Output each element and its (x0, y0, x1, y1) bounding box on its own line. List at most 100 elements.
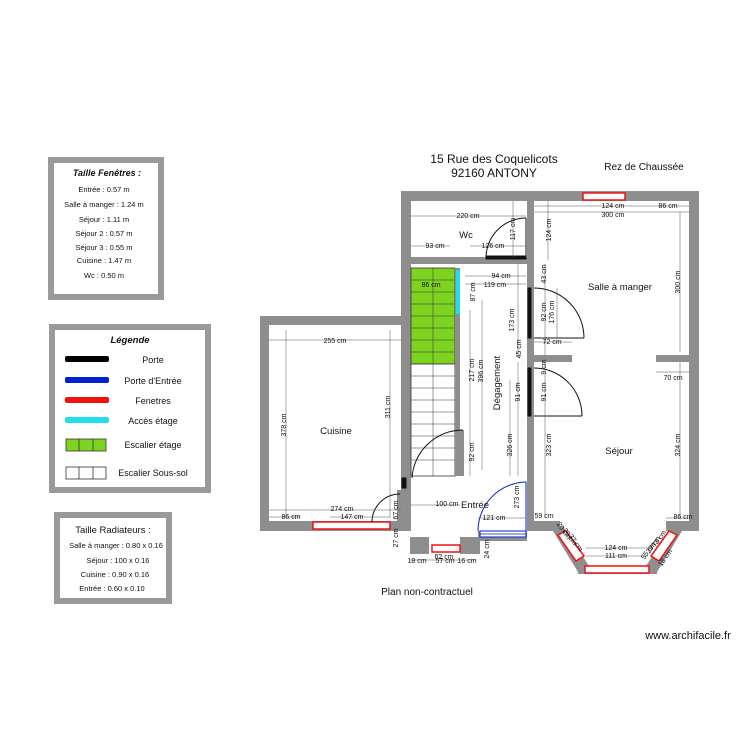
dim-label: 111 cm (605, 553, 627, 560)
radiator-item: Cuisine : 0.90 x 0.16 (81, 570, 149, 579)
windows-item: Séjour 3 : 0.55 m (75, 243, 132, 252)
legend-item: Fenetres (65, 396, 171, 406)
legend-label: Porte (142, 355, 164, 365)
dim-label: 86 cm (281, 514, 300, 521)
dim-label: 324 cm (675, 433, 682, 456)
dim-label: 121 cm (483, 515, 506, 522)
legend-swatch (65, 417, 109, 423)
dim-label: 93 cm (425, 243, 444, 250)
legend-label: Porte d'Entrée (124, 376, 181, 386)
dim-label: 16 cm (457, 558, 476, 565)
windows (312, 192, 679, 574)
legend-item: Accès étage (65, 416, 178, 426)
wall-sejour-bottom-right (666, 521, 699, 531)
dim-label: 119 cm (484, 282, 507, 289)
door-salle (533, 287, 585, 339)
dim-label: 86 cm (673, 514, 692, 521)
legend-label: Escalier étage (124, 440, 181, 450)
legend-swatch (65, 397, 109, 403)
windows-item: Entrée : 0.57 m (78, 185, 129, 194)
website-link[interactable]: www.archifacile.fr (644, 630, 731, 642)
dim-label: 62 cm (434, 554, 453, 561)
window-sejour-2 (556, 530, 586, 563)
wall-sejour-bottom-left (534, 521, 560, 531)
window-sejour (584, 565, 650, 574)
dim-label: 124 cm (602, 203, 625, 210)
upstairs-access (456, 270, 460, 314)
room-label-cuisine: Cuisine (320, 426, 352, 437)
dim-label: 92 cm (541, 302, 548, 321)
dim-label: 217 cm (469, 358, 476, 381)
dim-label: 255 cm (324, 338, 347, 345)
dim-label: 86 cm (658, 203, 677, 210)
wall-right (689, 191, 699, 531)
legend-swatch (65, 356, 109, 362)
floor-label: Rez de Chaussée (604, 162, 684, 173)
dim-label: 87 cm (470, 282, 477, 301)
dim-label: 176 cm (549, 300, 556, 323)
radiators-box-title: Taille Radiateurs : (75, 525, 151, 536)
dim-label: 91 cm (541, 382, 548, 401)
dim-label: 43 cm (541, 264, 548, 283)
wall-pillar (397, 490, 411, 531)
wall-kitchen-right (401, 316, 411, 492)
wall-top (401, 191, 699, 201)
door-cuisine (411, 429, 464, 479)
wall-center (527, 191, 534, 531)
room-label-degagement: Dégagement (492, 355, 503, 410)
dim-label: 91 cm (515, 382, 522, 401)
dim-label: 220 cm (457, 213, 480, 220)
dim-label: 323 cm (546, 433, 553, 456)
dim-label: 378 cm (281, 413, 288, 436)
wall-kitchen-top (260, 316, 411, 325)
windows-item: Salle à manger : 1.24 m (64, 200, 144, 209)
legend-item: Porte d'Entrée (65, 376, 182, 386)
windows-size-box: Taille Fenêtres : Entrée : 0.57 m Salle … (48, 157, 164, 300)
legend-swatch (65, 438, 107, 452)
legend-title: Légende (110, 335, 150, 346)
radiator-item: Entrée : 0.60 x 0.10 (79, 584, 144, 593)
room-label-wc: Wc (459, 230, 473, 241)
window-salle (582, 192, 626, 201)
dim-label: 100 cm (436, 501, 459, 508)
dim-label: 326 cm (507, 433, 514, 456)
windows-item: Wc : 0.50 m (84, 271, 124, 280)
dim-label: 45 cm (516, 339, 523, 358)
room-label-salle-a-manger: Salle à manger (588, 282, 652, 293)
dim-label: 24 cm (484, 539, 491, 558)
legend-swatch (65, 466, 107, 480)
dim-label: 147 cm (341, 514, 364, 521)
dim-label: 117 cm (510, 218, 517, 241)
dim-label: 273 cm (514, 485, 521, 508)
dim-label: 9 cm (541, 359, 548, 374)
dim-label: 86 cm (421, 282, 440, 289)
wall-kitchen-left (260, 316, 269, 531)
dim-label: 396 cm (478, 359, 485, 382)
windows-box-title: Taille Fenêtres : (73, 168, 141, 178)
wall-step-left (410, 537, 429, 554)
wall-left-upper (401, 191, 411, 319)
radiator-item: Séjour : 100 x 0.16 (87, 556, 150, 565)
legend-label: Fenetres (135, 396, 171, 406)
doors (371, 217, 585, 538)
legend-item: Escalier étage (65, 438, 182, 452)
dim-label: 300 cm (675, 270, 682, 293)
room-label-entree: Entrée (461, 500, 489, 511)
dim-label: 300 cm (602, 212, 625, 219)
dim-label: 18 cm (407, 558, 426, 565)
dim-label: 57 cm (435, 558, 454, 565)
dim-label: 94 cm (491, 273, 510, 280)
legend-swatch (65, 377, 109, 383)
dim-label: 311 cm (385, 396, 392, 419)
dim-label: 70 cm (663, 375, 682, 382)
dim-label: 67 cm (393, 500, 400, 519)
door-sejour (533, 367, 583, 417)
radiator-item: Salle à manger : 0.80 x 0.16 (69, 541, 163, 550)
dim-label: 274 cm (331, 506, 354, 513)
wall-partition-right (656, 355, 690, 362)
windows-item: Séjour 2 : 0.57 m (75, 229, 132, 238)
dim-label: 124 cm (546, 218, 553, 241)
legend-item: Porte (65, 355, 164, 365)
